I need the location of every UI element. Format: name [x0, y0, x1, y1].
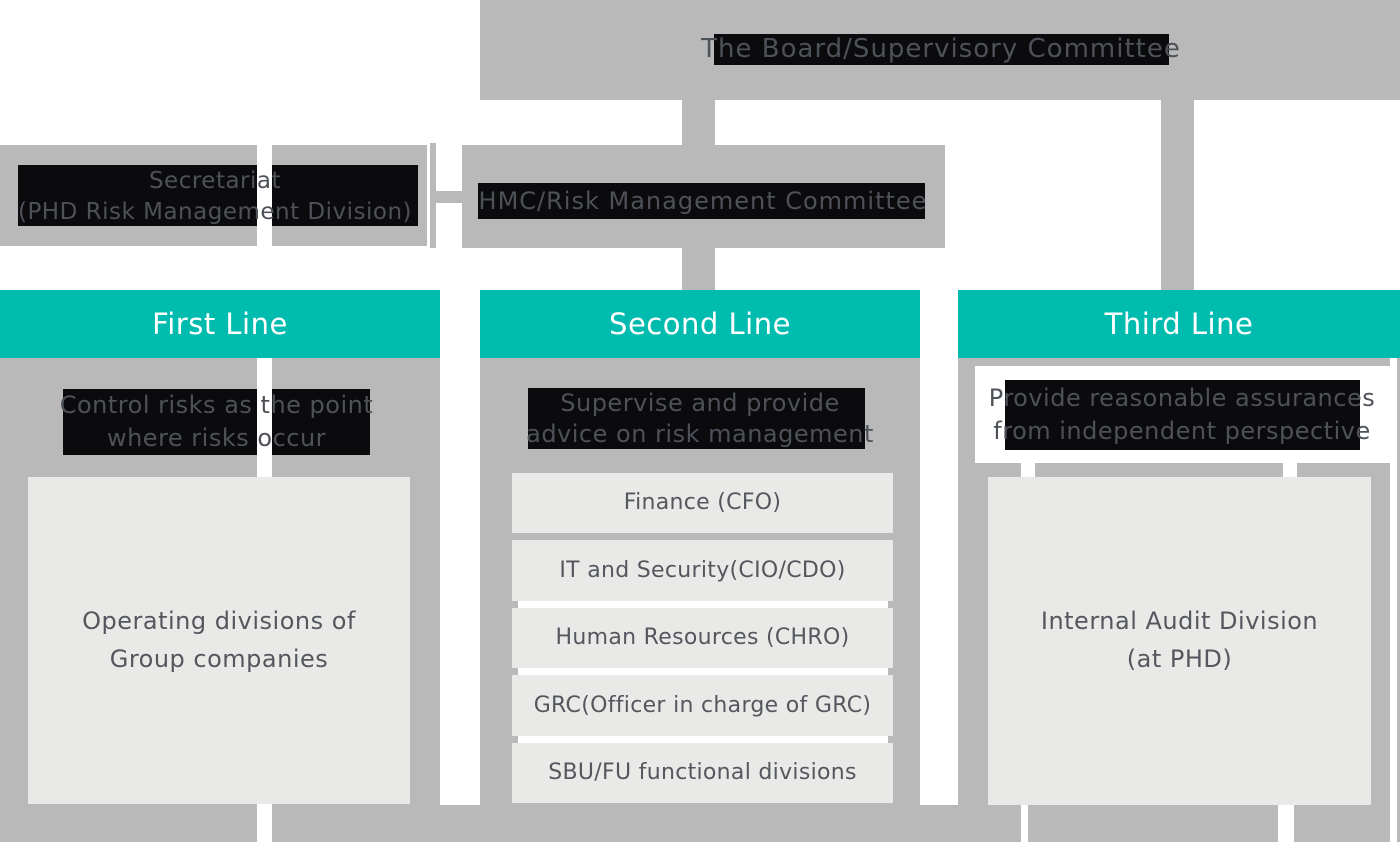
connector-committee-second-line	[682, 248, 715, 290]
board-title-highlight	[714, 34, 1169, 65]
bottom-bridge-left	[440, 805, 480, 842]
first-line-header: First Line	[0, 290, 440, 358]
third-line-description: Provide reasonable assurances from indep…	[988, 384, 1376, 445]
internal-audit-label: Internal Audit Division (at PHD)	[1040, 607, 1319, 673]
operating-divisions-box	[28, 477, 410, 804]
secretariat-highlight	[18, 165, 418, 226]
internal-audit-box	[988, 477, 1371, 805]
third-line-connector-left	[1021, 463, 1035, 478]
row-gap-divider	[518, 668, 888, 675]
secretariat-line2: (PHD Risk Management Division)	[17, 199, 413, 225]
secretariat-bracket	[430, 143, 436, 248]
secretariat-label: Secretariat (PHD Risk Management Divisio…	[0, 166, 430, 228]
second-line-header: Second Line	[480, 290, 920, 358]
board-title: The Board/Supervisory Committee	[701, 34, 1181, 64]
division-row-human-resources: Human Resources (CHRO)	[512, 608, 893, 668]
column-stripe	[1390, 358, 1397, 842]
bottom-bridge-right	[920, 805, 958, 842]
second-line-description: Supervise and provide advice on risk man…	[526, 389, 874, 448]
second-line-description-highlight	[528, 388, 865, 449]
committee-highlight	[478, 183, 925, 219]
column-stripe	[1021, 805, 1028, 842]
third-line-header: Third Line	[958, 290, 1400, 358]
first-line-description: Control risks as the point where risks o…	[59, 391, 374, 452]
secretariat-committee-connector	[436, 191, 462, 203]
division-row-sbu-fu: SBU/FU functional divisions	[512, 743, 893, 803]
connector-board-third-line	[1161, 100, 1194, 290]
division-row-finance: Finance (CFO)	[512, 473, 893, 533]
column-stripe	[257, 804, 272, 842]
column-stripe	[257, 145, 272, 246]
operating-divisions-label: Operating divisions of Group companies	[82, 607, 356, 673]
row-gap-divider	[518, 736, 888, 743]
connector-board-committee	[682, 100, 715, 146]
third-line-description-highlight	[1005, 380, 1360, 450]
third-line-connector-right	[1283, 463, 1297, 478]
column-stripe	[257, 358, 272, 477]
first-line-description-highlight	[63, 389, 370, 455]
column-stripe	[1278, 805, 1294, 842]
division-row-it-security: IT and Security(CIO/CDO)	[512, 540, 893, 601]
committee-label: HMC/Risk Management Committee	[478, 187, 928, 215]
row-gap-divider	[518, 601, 888, 608]
secretariat-line1: Secretariat	[148, 168, 282, 194]
division-row-grc: GRC(Officer in charge of GRC)	[512, 675, 893, 736]
